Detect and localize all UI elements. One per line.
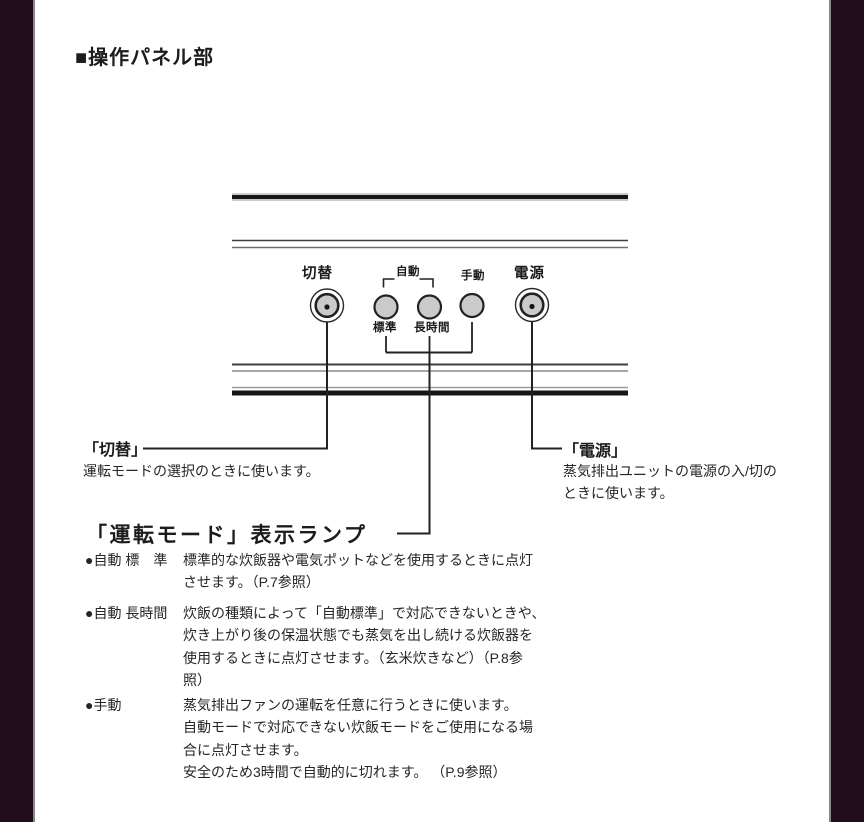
mode-item-auto-standard: ●自動 標 準 標準的な炊飯器や電気ポットなどを使用するときに点灯 させます。（… xyxy=(85,549,533,594)
mode-item-manual: ●手動 蒸気排出ファンの運転を任意に行うときに使います。 自動モードで対応できな… xyxy=(85,694,533,783)
panel-label-kirikae: 切替 xyxy=(302,266,333,282)
dengen-leader-line xyxy=(531,306,562,450)
mode-item-term: ●手動 xyxy=(85,697,122,713)
right-page-edge xyxy=(829,0,864,822)
lamp-standard xyxy=(373,294,399,320)
dengen-callout-title: 「電源」 xyxy=(563,443,628,460)
section-title: ■操作パネル部 xyxy=(75,47,215,69)
panel-label-standard: 標準 xyxy=(373,322,397,334)
kirikae-leader-line xyxy=(143,306,328,450)
panel-top-edge-line xyxy=(232,193,628,201)
kirikae-callout-desc: 運転モードの選択のときに使います。 xyxy=(83,463,320,479)
mode-item-desc: 炊飯の種類によって「自動標準」で対応できないときや、 炊き上がり後の保温状態でも… xyxy=(183,605,546,688)
mode-item-desc: 蒸気排出ファンの運転を任意に行うときに使います。 自動モードで対応できない炊飯モ… xyxy=(183,697,533,780)
dengen-button xyxy=(514,287,550,323)
lamp-manual xyxy=(459,292,485,319)
dengen-callout-desc: 蒸気排出ユニットの電源の入/切の ときに使います。 xyxy=(563,463,777,502)
panel-upper-groove-lines xyxy=(232,239,628,249)
kirikae-button xyxy=(309,288,345,323)
mode-item-desc: 標準的な炊飯器や電気ポットなどを使用するときに点灯 させます。（P.7参照） xyxy=(183,552,533,591)
left-page-edge xyxy=(0,0,35,822)
mode-item-term: ●自動 長時間 xyxy=(85,605,168,621)
mode-lamp-heading: 「運転モード」表示ランプ xyxy=(86,524,368,547)
panel-label-manual: 手動 xyxy=(461,270,485,282)
panel-label-longtime: 長時間 xyxy=(414,322,450,334)
auto-group-bracket xyxy=(382,278,434,288)
panel-label-auto: 自動 xyxy=(396,266,420,278)
mode-item-auto-longtime: ●自動 長時間 炊飯の種類によって「自動標準」で対応できないときや、 炊き上がり… xyxy=(85,602,545,691)
mode-item-term: ●自動 標 準 xyxy=(85,552,168,568)
kirikae-callout-title: 「切替」 xyxy=(83,442,148,459)
lamp-longtime xyxy=(416,294,443,320)
lamp-leader-line xyxy=(397,352,431,535)
panel-label-dengen: 電源 xyxy=(514,266,545,282)
